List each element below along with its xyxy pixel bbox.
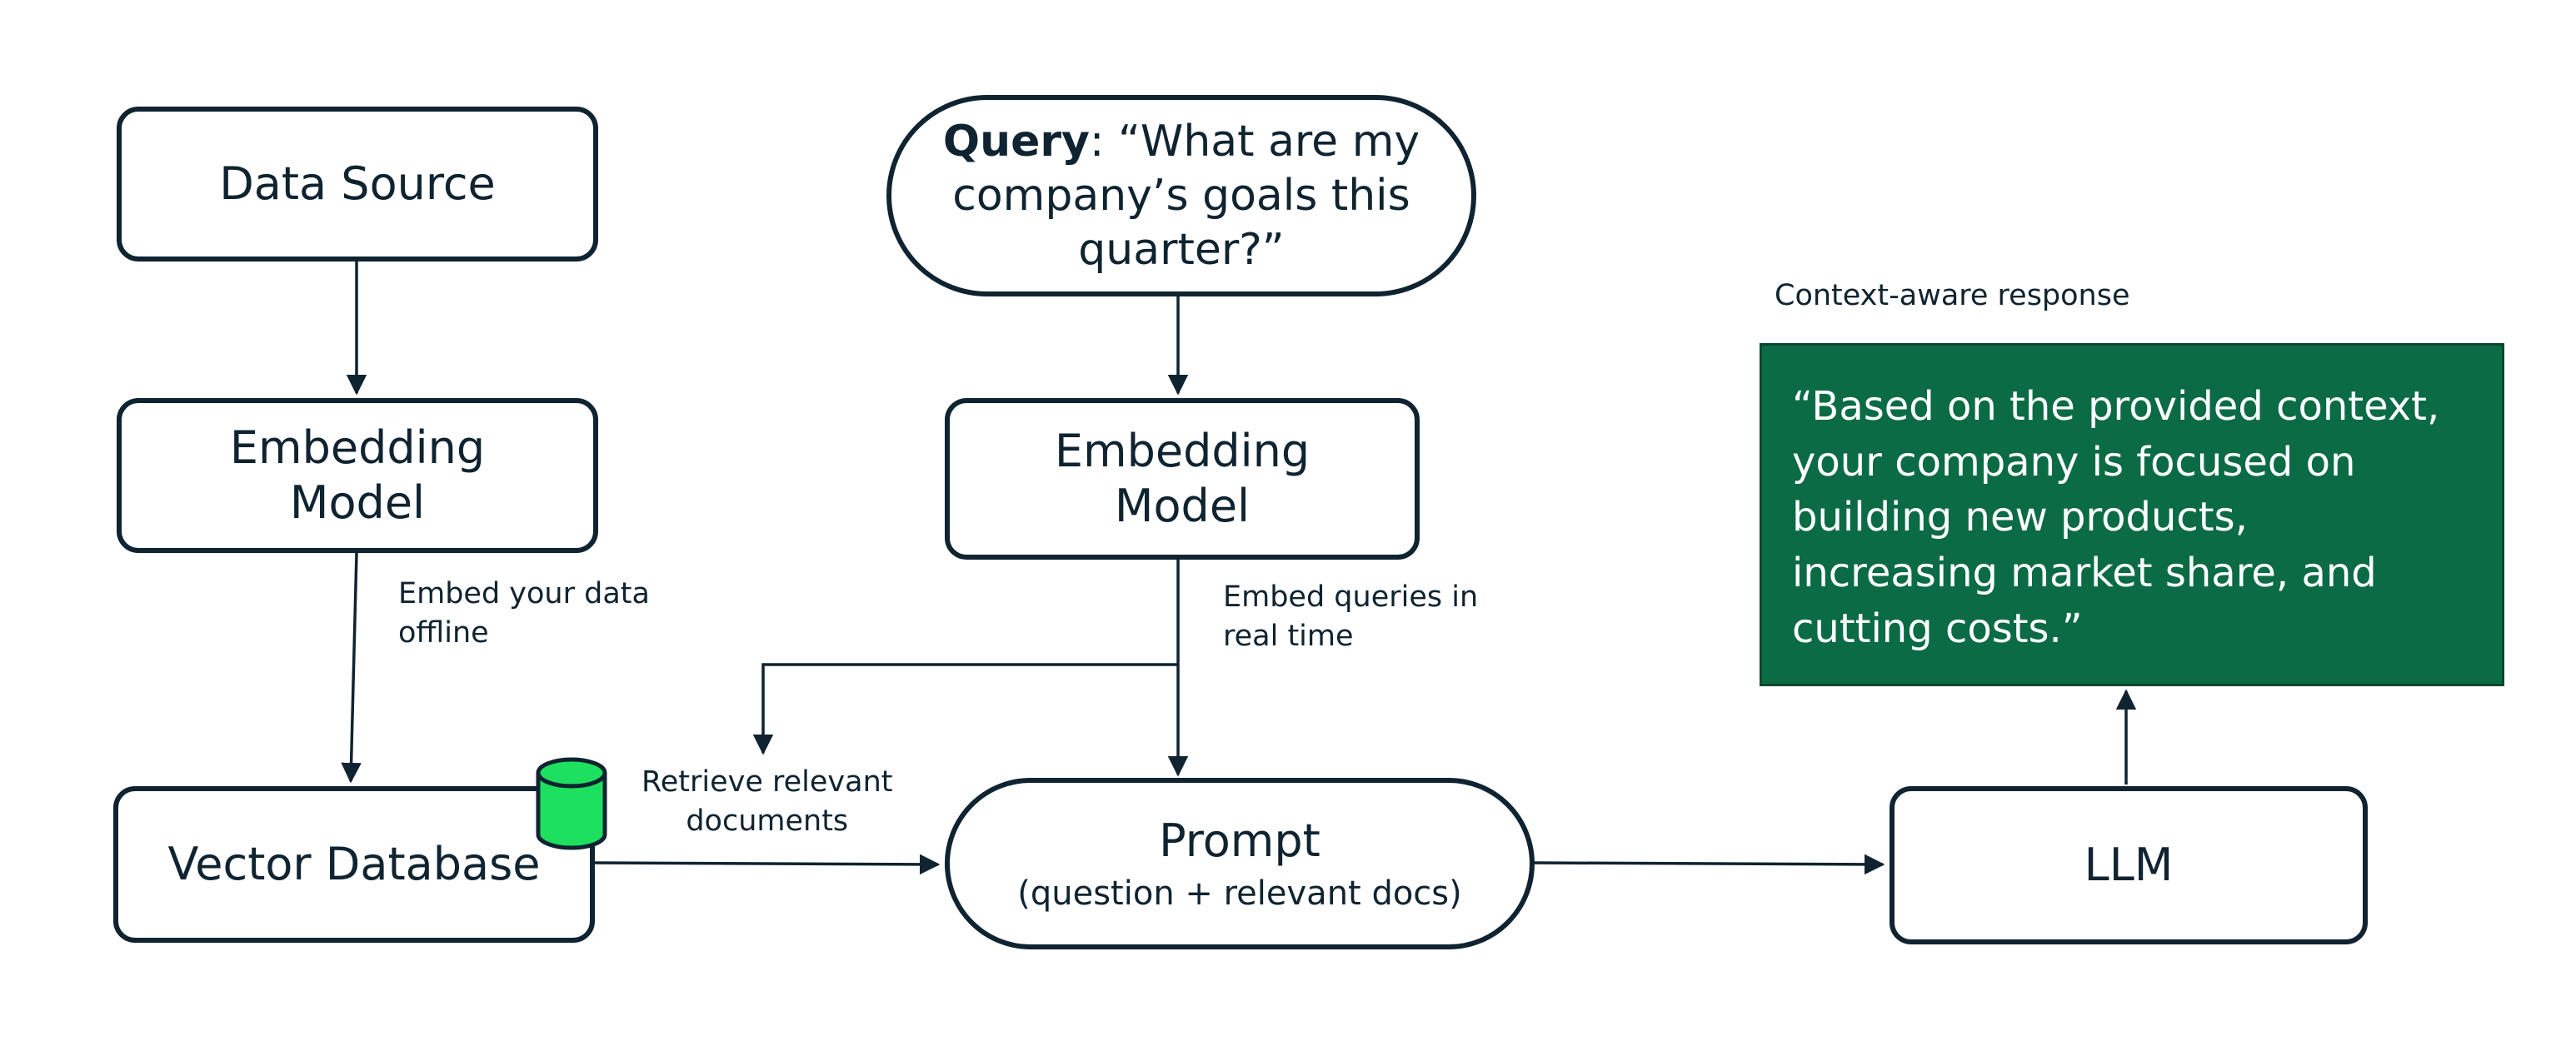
response-line4: increasing market share, and — [1792, 550, 2377, 597]
arrow-vectordb-to-prompt — [591, 854, 941, 875]
response-line3: building new products, — [1792, 494, 2248, 541]
prompt-pill: Prompt (question + relevant docs) — [945, 778, 1535, 949]
data-source-label: Data Source — [219, 157, 496, 211]
data-source-box: Data Source — [117, 107, 598, 262]
embed-realtime-label: Embed queries in real time — [1223, 580, 1479, 654]
embedding-model-mid-line1: Embedding — [1054, 425, 1310, 478]
response-line5: cutting costs.” — [1792, 605, 2083, 652]
embedding-model-left-line2: Model — [289, 476, 426, 529]
embedding-model-mid-line2: Model — [1114, 480, 1251, 532]
retrieve-label: Retrieve relevant documents — [642, 765, 893, 839]
embedding-model-left-box: Embedding Model — [117, 398, 598, 553]
prompt-title: Prompt — [1159, 814, 1320, 867]
vector-database-label: Vector Database — [167, 838, 541, 891]
embedding-model-mid-box: Embedding Model — [945, 398, 1420, 560]
embedding-model-left-line1: Embedding — [229, 421, 486, 475]
arrow-prompt-to-llm — [1532, 854, 1885, 875]
prompt-subtitle: (question + relevant docs) — [1017, 874, 1462, 913]
context-aware-response-box: “Based on the provided context, your com… — [1760, 343, 2504, 686]
query-line2: company’s goals this — [952, 170, 1410, 221]
response-line1: “Based on the provided context, — [1792, 383, 2440, 430]
context-aware-response-label: Context-aware response — [1775, 279, 2130, 312]
arrow-embedding-to-vectordb — [341, 552, 362, 784]
response-line2: your company is focused on — [1792, 438, 2356, 486]
arrow-embedding-to-retrieve — [752, 663, 1178, 755]
vector-database-box: Vector Database — [113, 786, 595, 943]
query-line1: : “What are my — [1089, 116, 1420, 167]
query-pill: Query: “What are my company’s goals this… — [886, 95, 1476, 296]
embed-offline-label: Embed your data offline — [398, 577, 650, 650]
query-line3: quarter?” — [1078, 224, 1285, 275]
database-cylinder-icon — [536, 757, 607, 850]
query-bold-label: Query — [942, 116, 1090, 167]
llm-box: LLM — [1890, 786, 2368, 944]
llm-label: LLM — [2084, 839, 2174, 892]
